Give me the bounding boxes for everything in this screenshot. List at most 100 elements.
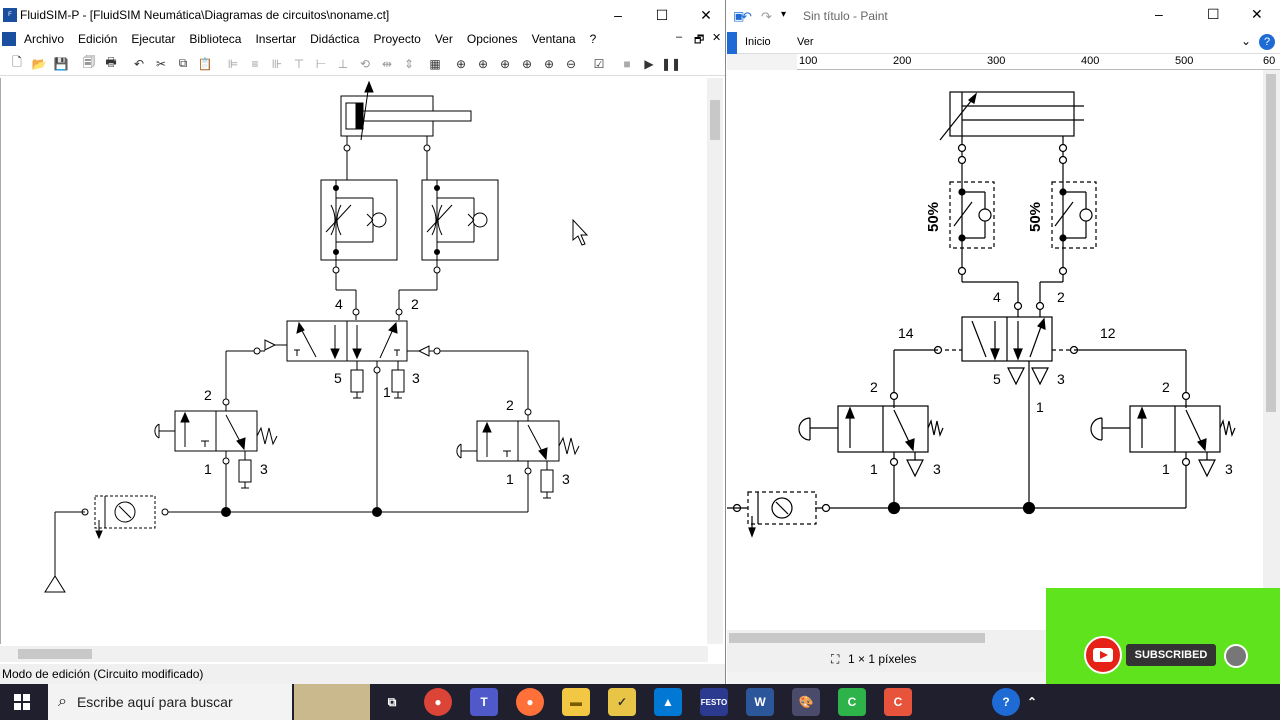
sticky-app-icon[interactable]: ✓ <box>608 688 636 716</box>
menu-opciones[interactable]: Opciones <box>466 32 518 46</box>
zoom-window-icon[interactable]: ⊕ <box>477 56 489 71</box>
word-icon[interactable]: W <box>746 688 774 716</box>
cylinder-cushion <box>356 102 364 130</box>
zoom-prev-icon[interactable]: ⊕ <box>499 56 511 71</box>
child-close-button[interactable]: ✕ <box>712 32 722 44</box>
align-bottom-icon[interactable]: ⊥ <box>337 56 349 71</box>
windows-start-icon[interactable] <box>14 694 30 710</box>
menu-insertar[interactable]: Insertar <box>255 32 297 46</box>
menu-proyecto[interactable]: Proyecto <box>373 32 421 46</box>
fluidsim-taskbar-icon[interactable]: FESTO <box>700 688 728 716</box>
undo-icon[interactable]: ↶ <box>133 56 145 71</box>
paint-port-2-label: 2 <box>1057 289 1065 305</box>
file-explorer-icon[interactable]: ▬ <box>562 688 590 716</box>
child-minimize-button[interactable]: – <box>676 31 683 43</box>
child-restore-button[interactable]: 🗗 <box>694 34 705 46</box>
paint-close-button[interactable]: ✕ <box>1251 6 1263 22</box>
paint-port-14-label: 14 <box>898 325 914 341</box>
stop-icon[interactable]: ■ <box>623 56 631 71</box>
fluidsim-window: F FluidSIM-P - [FluidSIM Neumática\Diagr… <box>0 0 726 684</box>
minimize-button[interactable]: – <box>614 7 622 23</box>
pause-icon[interactable]: ❚❚ <box>660 56 682 71</box>
menu-ver[interactable]: Ver <box>434 32 453 46</box>
paint-canvas[interactable]: 50% 50% 4 2 14 12 5 3 1 2 1 3 2 1 3 <box>727 70 1263 630</box>
menu-ejecutar[interactable]: Ejecutar <box>131 32 176 46</box>
toolbar: 🗋 📂 💾 🗐 🖶 ↶ ✂ ⧉ 📋 ⊫ ≡ ⊪ ⊤ ⊢ ⊥ ⟲ ⇹ ⇕ ▦ ⊕ … <box>0 52 725 76</box>
firefox-icon[interactable]: ● <box>516 688 544 716</box>
left-port-1-label: 1 <box>204 461 212 477</box>
align-middle-icon[interactable]: ⊢ <box>315 56 327 71</box>
play-icon[interactable]: ▶ <box>644 56 654 71</box>
quick-access-chevron-icon[interactable]: ▾ <box>781 9 787 20</box>
ribbon-chevron-icon[interactable]: ⌄ <box>1241 34 1252 48</box>
menu-help[interactable]: ? <box>589 32 597 46</box>
align-top-icon[interactable]: ⊤ <box>293 56 305 71</box>
port-3-label: 3 <box>412 370 420 386</box>
camtasia-icon[interactable]: C <box>838 688 866 716</box>
task-view-icon[interactable]: ⧉ <box>387 694 397 709</box>
redo-icon[interactable]: ↷ <box>761 9 772 24</box>
zoom-fit-icon[interactable]: ⊕ <box>455 56 467 71</box>
subscribe-overlay: SUBSCRIBED <box>1046 588 1280 684</box>
maximize-button[interactable]: ☐ <box>655 6 669 23</box>
paint-port-3-label: 3 <box>1057 371 1065 387</box>
subscribed-badge[interactable]: SUBSCRIBED <box>1126 644 1216 666</box>
rotate-icon[interactable]: ⟲ <box>359 56 371 71</box>
menu-biblioteca[interactable]: Biblioteca <box>189 32 242 46</box>
print-icon[interactable]: 🖶 <box>105 55 117 69</box>
align-right-icon[interactable]: ⊪ <box>271 56 283 71</box>
circuit-diagram: 4 2 5 3 1 2 1 3 2 1 3 <box>44 80 589 593</box>
recorder-icon[interactable]: C <box>884 688 912 716</box>
help-tray-icon[interactable]: ? <box>992 688 1020 716</box>
help-icon[interactable]: ? <box>1259 34 1275 50</box>
save-icon[interactable]: 💾 <box>53 56 69 71</box>
doc-icon[interactable] <box>2 32 16 46</box>
preview-icon[interactable]: 🗐 <box>83 55 95 69</box>
align-center-icon[interactable]: ≡ <box>251 56 259 71</box>
tab-ver[interactable]: Ver <box>797 36 814 48</box>
search-highlight-image <box>294 684 370 720</box>
paint-port-1-label: 1 <box>1036 399 1044 415</box>
paint-maximize-button[interactable]: ☐ <box>1207 6 1220 22</box>
zoom-all-icon[interactable]: ⊕ <box>521 56 533 71</box>
grid-icon[interactable]: ▦ <box>429 56 441 71</box>
zoom-in-icon[interactable]: ⊕ <box>543 56 555 71</box>
paste-icon[interactable]: 📋 <box>197 56 213 71</box>
undo-icon[interactable]: ↶ <box>741 9 752 24</box>
paint-app-icon: ▣ <box>733 9 745 23</box>
canvas-size-icon: ⛶ <box>831 652 840 666</box>
circuit-canvas[interactable]: 4 2 5 3 1 2 1 3 2 1 3 <box>0 78 708 644</box>
taskbar-search-box[interactable]: ⌕ Escribe aquí para buscar <box>48 684 370 720</box>
check-icon[interactable]: ☑ <box>593 56 605 71</box>
paint-port-4-label: 4 <box>993 289 1001 305</box>
open-icon[interactable]: 📂 <box>31 56 47 71</box>
menu-ventana[interactable]: Ventana <box>531 32 576 46</box>
tray-chevron-icon[interactable]: ⌃ <box>1026 695 1038 709</box>
vertical-scrollbar[interactable] <box>707 78 723 644</box>
copy-icon[interactable]: ⧉ <box>178 56 188 70</box>
flip-h-icon[interactable]: ⇹ <box>381 56 393 71</box>
paint-vertical-scrollbar[interactable] <box>1263 70 1280 630</box>
paint-taskbar-icon[interactable]: 🎨 <box>792 688 820 716</box>
align-left-icon[interactable]: ⊫ <box>227 56 239 71</box>
paint-left-3-label: 3 <box>933 461 941 477</box>
chrome-icon[interactable]: ● <box>424 688 452 716</box>
cut-icon[interactable]: ✂ <box>155 56 167 71</box>
zoom-out-icon[interactable]: ⊖ <box>565 56 577 71</box>
paint-titlebar[interactable]: ▣ ↶ ↷ ▾ Sin título - Paint – ☐ ✕ <box>727 0 1280 32</box>
new-icon[interactable]: 🗋 <box>12 55 22 69</box>
menu-didactica[interactable]: Didáctica <box>310 32 360 46</box>
port-1-label: 1 <box>383 384 391 400</box>
paint-minimize-button[interactable]: – <box>1155 6 1163 22</box>
file-tab[interactable] <box>727 32 737 54</box>
tab-inicio[interactable]: Inicio <box>745 36 771 48</box>
fluidsim-titlebar[interactable]: F FluidSIM-P - [FluidSIM Neumática\Diagr… <box>0 0 725 30</box>
close-button[interactable]: ✕ <box>700 6 712 23</box>
menu-edicion[interactable]: Edición <box>78 32 118 46</box>
horizontal-scrollbar[interactable] <box>0 646 708 662</box>
teams-icon[interactable]: T <box>470 688 498 716</box>
flip-v-icon[interactable]: ⇕ <box>403 56 415 71</box>
mail-icon[interactable]: ▲ <box>654 688 682 716</box>
paint-title: Sin título - Paint <box>803 9 888 23</box>
menu-archivo[interactable]: Archivo <box>24 32 65 46</box>
